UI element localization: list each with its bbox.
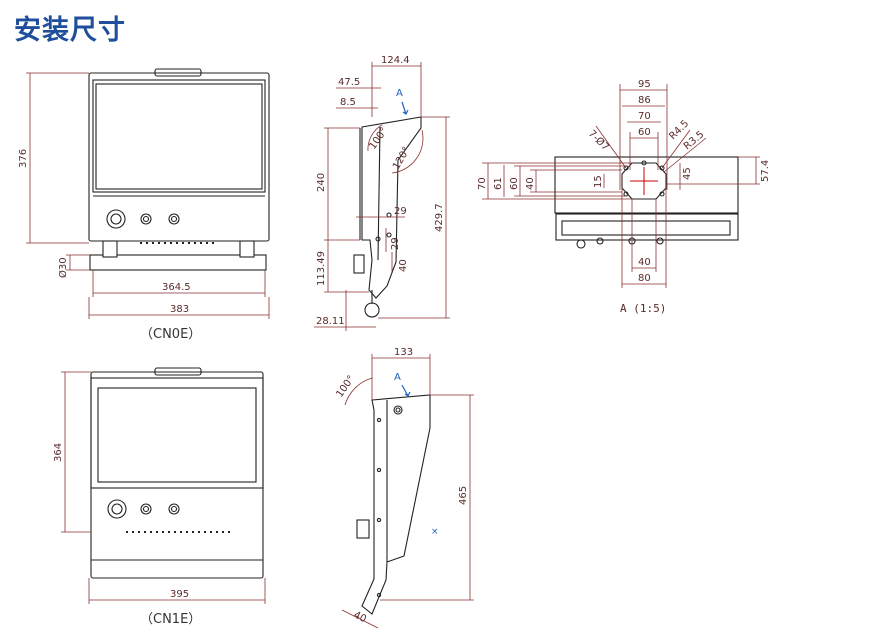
cn1e-front-view: 364 395 （CN1E）: [53, 367, 266, 627]
side-slot-height-label: 29: [390, 237, 401, 250]
a-w95-label: 95: [638, 79, 651, 90]
cn1e-height-label: 364: [53, 443, 64, 462]
view-arrow-a-bottom: A: [394, 372, 401, 383]
side-total-height-label: 429.7: [434, 203, 445, 232]
side-bottom-height-label: 113.49: [316, 251, 327, 286]
cn0e-front-view: 376 Ø30 364.5 383 （CN0E）: [18, 68, 270, 342]
cn1e-side-height-label: 465: [458, 486, 469, 505]
a-hole-label: 7-Ø7: [586, 128, 612, 154]
cn0e-height-label: 376: [18, 149, 29, 168]
cn0e-outer-width-label: 383: [170, 304, 189, 315]
view-a-caption: A (1:5): [620, 302, 666, 315]
side-offset1-label: 47.5: [338, 77, 360, 88]
a-b40-label: 40: [638, 257, 651, 268]
cn1e-side-angle-label: 100°: [334, 374, 357, 400]
a-h70-label: 70: [477, 177, 488, 190]
page-title: 安装尺寸: [14, 15, 126, 46]
cn0e-inner-width-label: 364.5: [162, 282, 191, 293]
a-h60-label: 60: [509, 177, 520, 190]
cn1e-side-view: × A 133 100° 465 40: [334, 347, 474, 629]
view-arrow-a-top: A: [396, 88, 403, 99]
cn1e-caption: （CN1E）: [140, 612, 201, 627]
cn1e-side-base-label: 40: [352, 610, 368, 625]
cn0e-caption: （CN0E）: [140, 327, 201, 342]
side-slot-width-label: 29: [394, 206, 407, 217]
svg-text:×: ×: [431, 527, 439, 537]
a-h45-label: 45: [682, 167, 693, 180]
a-w86-label: 86: [638, 95, 651, 106]
side-base-offset-label: 28.11: [316, 316, 345, 327]
a-b80-label: 80: [638, 273, 651, 284]
side-arm-height-label: 240: [316, 173, 327, 192]
a-w60-label: 60: [638, 127, 651, 138]
a-h61-label: 61: [493, 177, 504, 190]
cn0e-handle-dia-label: Ø30: [57, 257, 69, 278]
side-offset2-label: 8.5: [340, 97, 356, 108]
cn0e-side-view: 124.4 47.5 8.5 A 100° 120° 240 113.49 42…: [314, 55, 450, 331]
side-top-width-label: 124.4: [381, 55, 410, 66]
a-w70-label: 70: [638, 111, 651, 122]
cn1e-width-label: 395: [170, 589, 189, 600]
a-h40-label: 40: [525, 177, 536, 190]
side-slot-height2-label: 40: [398, 259, 409, 272]
view-a: 95 86 70 60 7-Ø7 R4.5 R3.5 70 61 60 40: [477, 79, 771, 315]
a-h574-label: 57.4: [760, 160, 771, 182]
cn1e-side-top-width-label: 133: [394, 347, 413, 358]
a-h15-label: 15: [593, 175, 604, 188]
